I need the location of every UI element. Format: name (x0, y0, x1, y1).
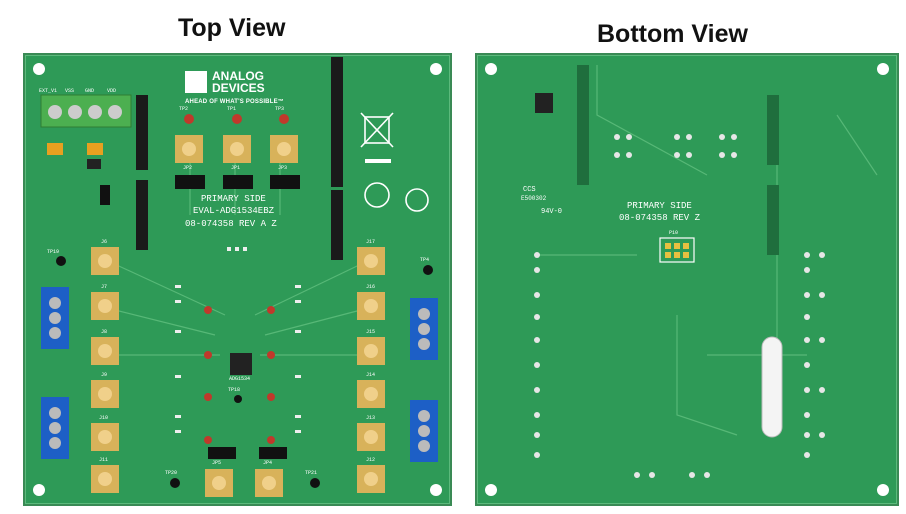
jumper-label: JP4 (263, 460, 273, 466)
terminal-label-vdd: VDD (107, 88, 117, 94)
jumper-label: JP5 (212, 460, 222, 466)
adi-triangle-icon (185, 71, 207, 93)
top-pcb-artwork (33, 57, 442, 497)
testpoint-label: TP3 (275, 106, 285, 112)
ccs-code: E500302 (521, 195, 547, 202)
testpoint-label: TP19 (47, 249, 60, 255)
top-view-pcb: ANALOG DEVICES AHEAD OF WHAT'S POSSIBLE™… (23, 53, 452, 506)
bottom-side-label: PRIMARY SIDE (627, 201, 692, 211)
jumper-label: JP1 (231, 165, 241, 171)
ul-rating: 94V-0 (541, 208, 563, 216)
top-view-heading: Top View (178, 14, 286, 42)
ic-marking: ADG1534 (229, 376, 251, 382)
bottom-view-heading: Bottom View (597, 20, 748, 48)
connector-label: J14 (366, 372, 376, 378)
top-side-label: PRIMARY SIDE (201, 194, 266, 204)
connector-label: J11 (99, 457, 109, 463)
connector-label: J16 (366, 284, 376, 290)
brand-name: ANALOG DEVICES (212, 69, 265, 95)
testpoint-label: TP4 (420, 257, 430, 263)
terminal-label-gnd: GND (85, 88, 95, 94)
jumper-label: JP3 (278, 165, 288, 171)
connector-label: J12 (366, 457, 376, 463)
testpoint-label: TP20 (165, 470, 178, 476)
testpoint-label: TP1 (227, 106, 237, 112)
connector-label: J7 (101, 284, 108, 290)
testpoint-label: TP2 (179, 106, 189, 112)
bottom-pcb-artwork (485, 63, 889, 496)
brand-tagline: AHEAD OF WHAT'S POSSIBLE™ (185, 99, 284, 105)
bottom-board-number: 08-074358 REV Z (619, 213, 701, 223)
connector-label: J13 (366, 415, 376, 421)
connector-label: J15 (366, 329, 376, 335)
top-part-label: EVAL-ADG1534EBZ (193, 206, 275, 216)
testpoint-label: TP18 (228, 387, 241, 393)
connector-label: J8 (101, 329, 108, 335)
ccs-mark: CCS (523, 186, 536, 194)
connector-label: J6 (101, 239, 108, 245)
testpoint-label: TP21 (305, 470, 318, 476)
p10-label: P10 (669, 230, 679, 236)
terminal-label-vss: VSS (65, 88, 75, 94)
top-board-number: 08-074358 REV A Z (185, 219, 277, 229)
connector-label: J10 (99, 415, 109, 421)
terminal-label-ext-v1: EXT_V1 (39, 88, 58, 94)
bottom-view-pcb: PRIMARY SIDE 08-074358 REV Z CCS E500302… (475, 53, 899, 506)
jumper-label: JP2 (183, 165, 193, 171)
connector-label: J17 (366, 239, 376, 245)
connector-label: J9 (101, 372, 108, 378)
